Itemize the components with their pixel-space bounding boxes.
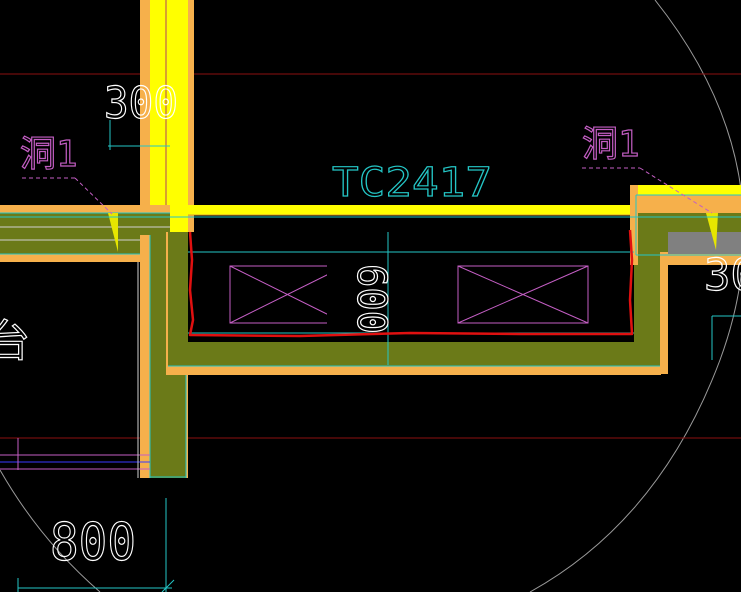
dim-vertical-text: 600 — [348, 264, 394, 334]
column-top-inner — [166, 0, 186, 235]
opening-marker-right — [706, 213, 718, 250]
balcony-interior — [188, 232, 634, 342]
red-outline — [188, 229, 634, 338]
room-char-text: 台 — [0, 316, 30, 367]
dim-bottom-slash — [161, 579, 175, 592]
dim-right-text: 30 — [704, 250, 741, 301]
ac-label-bg — [327, 262, 361, 332]
right-wall-fill-2 — [668, 213, 741, 232]
opening-marker-left — [108, 213, 118, 252]
arc-outline-left — [0, 469, 101, 592]
top-yellow-wall — [188, 205, 638, 215]
ac-unit-right — [457, 265, 589, 324]
opening-leader-left — [74, 177, 113, 215]
window-tag-text: TC2417 — [332, 160, 492, 206]
opening-label-left: 洞1 — [20, 134, 78, 175]
dim-top-left-text: 300 — [104, 78, 178, 129]
right-side-outline-down — [660, 252, 668, 374]
arc-outline — [529, 0, 741, 592]
opening-label-right: 洞1 — [582, 124, 640, 165]
dim-bottom-text: 800 — [50, 513, 136, 573]
right-wall-yellow — [638, 185, 741, 195]
right-wall-grey — [668, 232, 741, 254]
opening-leader-right — [639, 167, 713, 214]
